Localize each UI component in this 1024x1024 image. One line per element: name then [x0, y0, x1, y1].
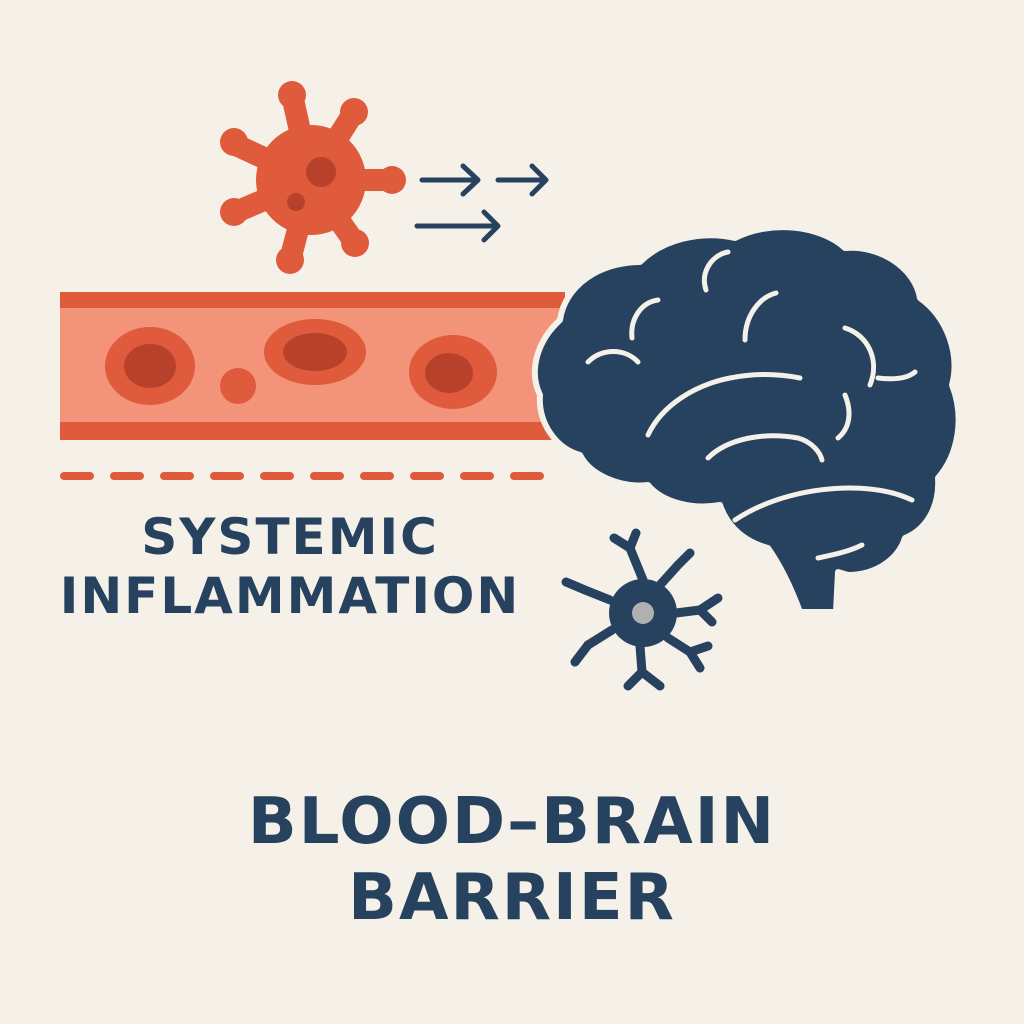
- label-line: INFLAMMATION: [59, 567, 521, 625]
- systemic-inflammation-label: SYSTEMIC INFLAMMATION: [40, 508, 540, 626]
- label-line: BLOOD–BRAIN: [247, 785, 777, 859]
- microglia-icon: [561, 528, 723, 691]
- blood-vessel-icon: [60, 292, 565, 440]
- label-line: SYSTEMIC: [141, 508, 439, 566]
- inflammatory-cell-icon: [220, 81, 406, 274]
- brain-icon: [531, 224, 962, 615]
- right-arrow-icon: [414, 163, 549, 243]
- label-line: BARRIER: [348, 860, 676, 935]
- blood-brain-barrier-label: BLOOD–BRAIN BARRIER: [160, 785, 864, 936]
